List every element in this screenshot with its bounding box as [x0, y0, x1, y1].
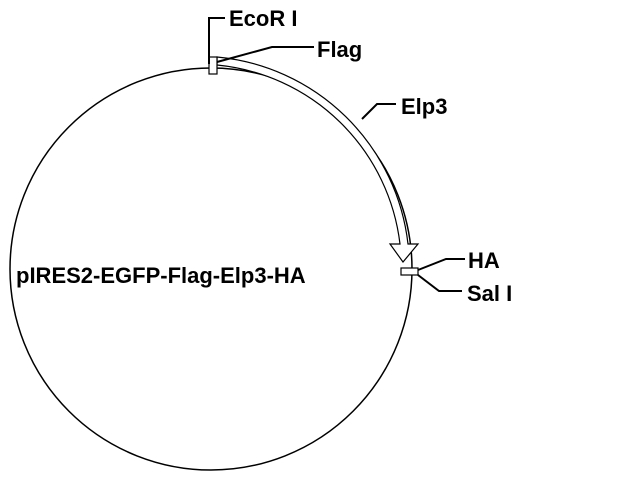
elp3-label: Elp3	[401, 94, 447, 119]
plasmid-name-label: pIRES2-EGFP-Flag-Elp3-HA	[16, 263, 306, 288]
ecor1-label: EcoR I	[229, 6, 297, 31]
sal1-leader-line	[417, 274, 462, 292]
flag-box	[208, 56, 218, 75]
flag-label: Flag	[317, 37, 362, 62]
ecor1-leader-line	[208, 17, 225, 64]
ha-label: HA	[468, 248, 500, 273]
elp3-insert-arrow	[216, 56, 420, 263]
flag-leader-line	[216, 46, 314, 63]
elp3-leader-line	[361, 103, 396, 120]
sal1-label: Sal I	[467, 281, 512, 306]
ha-box	[400, 267, 419, 276]
ha-leader-line	[417, 258, 465, 271]
